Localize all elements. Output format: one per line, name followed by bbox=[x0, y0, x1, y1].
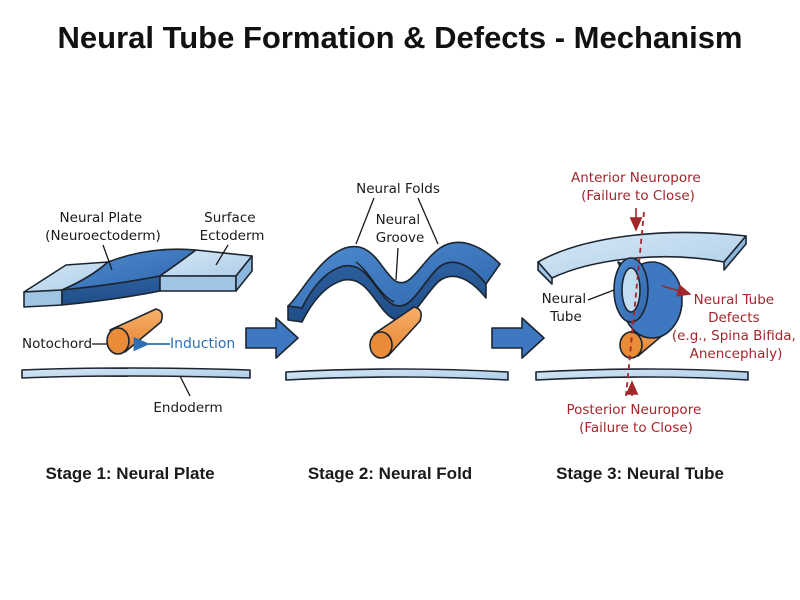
neural-plate-label: Neural Plate (Neuroectoderm) bbox=[45, 210, 161, 244]
endoderm-label: Endoderm bbox=[153, 400, 222, 416]
neural-folds-leader-right bbox=[417, 197, 439, 245]
neural-fold-front-edge bbox=[287, 261, 487, 323]
stage-arrow-icon bbox=[491, 317, 545, 359]
posterior-neuropore-label: Posterior Neuropore (Failure to Close) bbox=[566, 402, 705, 436]
defects-arrow bbox=[661, 284, 692, 297]
neural-groove-leader bbox=[395, 247, 399, 281]
endoderm-stage-2 bbox=[285, 368, 509, 381]
neural-tube-label: Neural Tube bbox=[542, 291, 591, 325]
endoderm-leader bbox=[179, 375, 191, 397]
plate-front-right bbox=[159, 275, 237, 292]
surface-ectoderm-stage-3-front bbox=[537, 261, 553, 285]
stage-arrow-icon bbox=[245, 317, 299, 359]
neural-tube-leader bbox=[587, 289, 615, 301]
plate-front-left bbox=[23, 289, 63, 308]
stage-2-neural-fold: Neural Folds Neural Groove Stage 2: Neur… bbox=[285, 181, 509, 483]
induction-label: Induction bbox=[170, 336, 235, 352]
neural-folds-label: Neural Folds bbox=[356, 181, 440, 197]
stage-1-caption: Stage 1: Neural Plate bbox=[45, 464, 214, 483]
notochord-stage-1 bbox=[106, 308, 163, 355]
neural-folds-leader-left bbox=[355, 197, 375, 245]
neural-groove-label: Neural Groove bbox=[376, 212, 425, 246]
surface-ectoderm-stage-3-side bbox=[723, 235, 747, 271]
neural-plate-leader bbox=[102, 244, 113, 271]
neural-tube-defects-label: Neural Tube Defects (e.g., Spina Bifida,… bbox=[672, 292, 800, 362]
anterior-neuropore-label: Anterior Neuropore (Failure to Close) bbox=[571, 170, 705, 204]
surface-ectoderm-label: Surface Ectoderm bbox=[200, 210, 265, 244]
surface-ectoderm-right bbox=[159, 249, 253, 277]
neural-tube bbox=[613, 257, 683, 339]
neural-groove-line bbox=[355, 261, 395, 303]
notochord-label: Notochord bbox=[22, 336, 92, 352]
stage-3-caption: Stage 3: Neural Tube bbox=[556, 464, 724, 483]
neuropore-dashed-line bbox=[625, 211, 645, 397]
plate-side-right bbox=[235, 255, 253, 292]
stage-1-neural-plate: Neural Plate (Neuroectoderm) Surface Ect… bbox=[21, 210, 265, 483]
stage-3-neural-tube: Anterior Neuropore (Failure to Close) Ne… bbox=[535, 170, 800, 483]
endoderm-stage-3 bbox=[535, 368, 749, 381]
page-title: Neural Tube Formation & Defects - Mechan… bbox=[58, 20, 743, 55]
stage-2-caption: Stage 2: Neural Fold bbox=[308, 464, 472, 483]
surface-ectoderm-leader bbox=[215, 244, 229, 266]
notochord-stage-2 bbox=[369, 306, 422, 359]
endoderm-stage-1 bbox=[21, 367, 251, 379]
